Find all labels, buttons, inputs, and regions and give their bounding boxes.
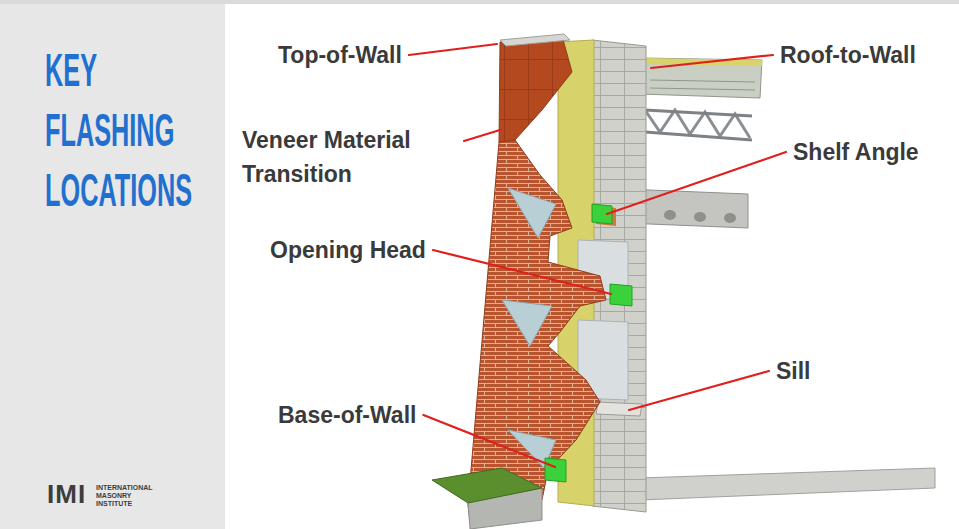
leader-line bbox=[464, 130, 500, 141]
roof-assembly-part bbox=[645, 132, 752, 140]
leader-line bbox=[629, 371, 769, 410]
roof-assembly-part bbox=[650, 80, 755, 82]
brick-veneer-part bbox=[468, 140, 606, 522]
leader-line bbox=[423, 415, 555, 467]
flashing-pieces bbox=[545, 204, 632, 482]
grade-and-foundation bbox=[432, 468, 542, 529]
leader-line bbox=[433, 250, 611, 294]
flashing-pieces-part bbox=[610, 284, 632, 306]
location-label: Veneer Material Transition bbox=[242, 123, 457, 191]
location-label: Roof-to-Wall bbox=[780, 41, 916, 69]
leader-line bbox=[409, 44, 497, 55]
roof-assembly-part bbox=[650, 88, 755, 90]
floor-slabs-part bbox=[664, 210, 676, 220]
roof-assembly-part bbox=[640, 58, 762, 98]
logo-mark: IMI bbox=[47, 480, 86, 508]
brick-veneer-part bbox=[500, 34, 570, 46]
floor-slabs-part bbox=[640, 468, 935, 500]
location-label: Opening Head bbox=[270, 236, 426, 264]
background-panels-part bbox=[0, 0, 225, 529]
roof-assembly-part bbox=[645, 110, 752, 116]
floor-slabs bbox=[600, 188, 935, 500]
background-panels-part bbox=[0, 0, 959, 4]
roof-assembly bbox=[640, 58, 762, 140]
brick-veneer-part bbox=[499, 36, 572, 142]
leader-line bbox=[607, 152, 786, 214]
location-label: Base-of-Wall bbox=[278, 401, 416, 429]
location-label: Sill bbox=[776, 357, 811, 385]
location-label: Top-of-Wall bbox=[278, 41, 402, 69]
floor-slabs-part bbox=[724, 213, 736, 223]
flashing-pieces-part bbox=[545, 458, 566, 482]
brick-veneer-part bbox=[502, 300, 552, 346]
floor-slabs-part bbox=[694, 212, 706, 222]
location-label: Shelf Angle bbox=[793, 138, 919, 166]
slide-title: KEY FLASHING LOCATIONS bbox=[45, 40, 192, 220]
leader-line bbox=[651, 55, 773, 68]
logo-text: INTERNATIONAL MASONRY INSTITUTE bbox=[96, 484, 153, 508]
brick-veneer-part bbox=[508, 188, 556, 238]
grade-and-foundation-part bbox=[432, 468, 542, 503]
